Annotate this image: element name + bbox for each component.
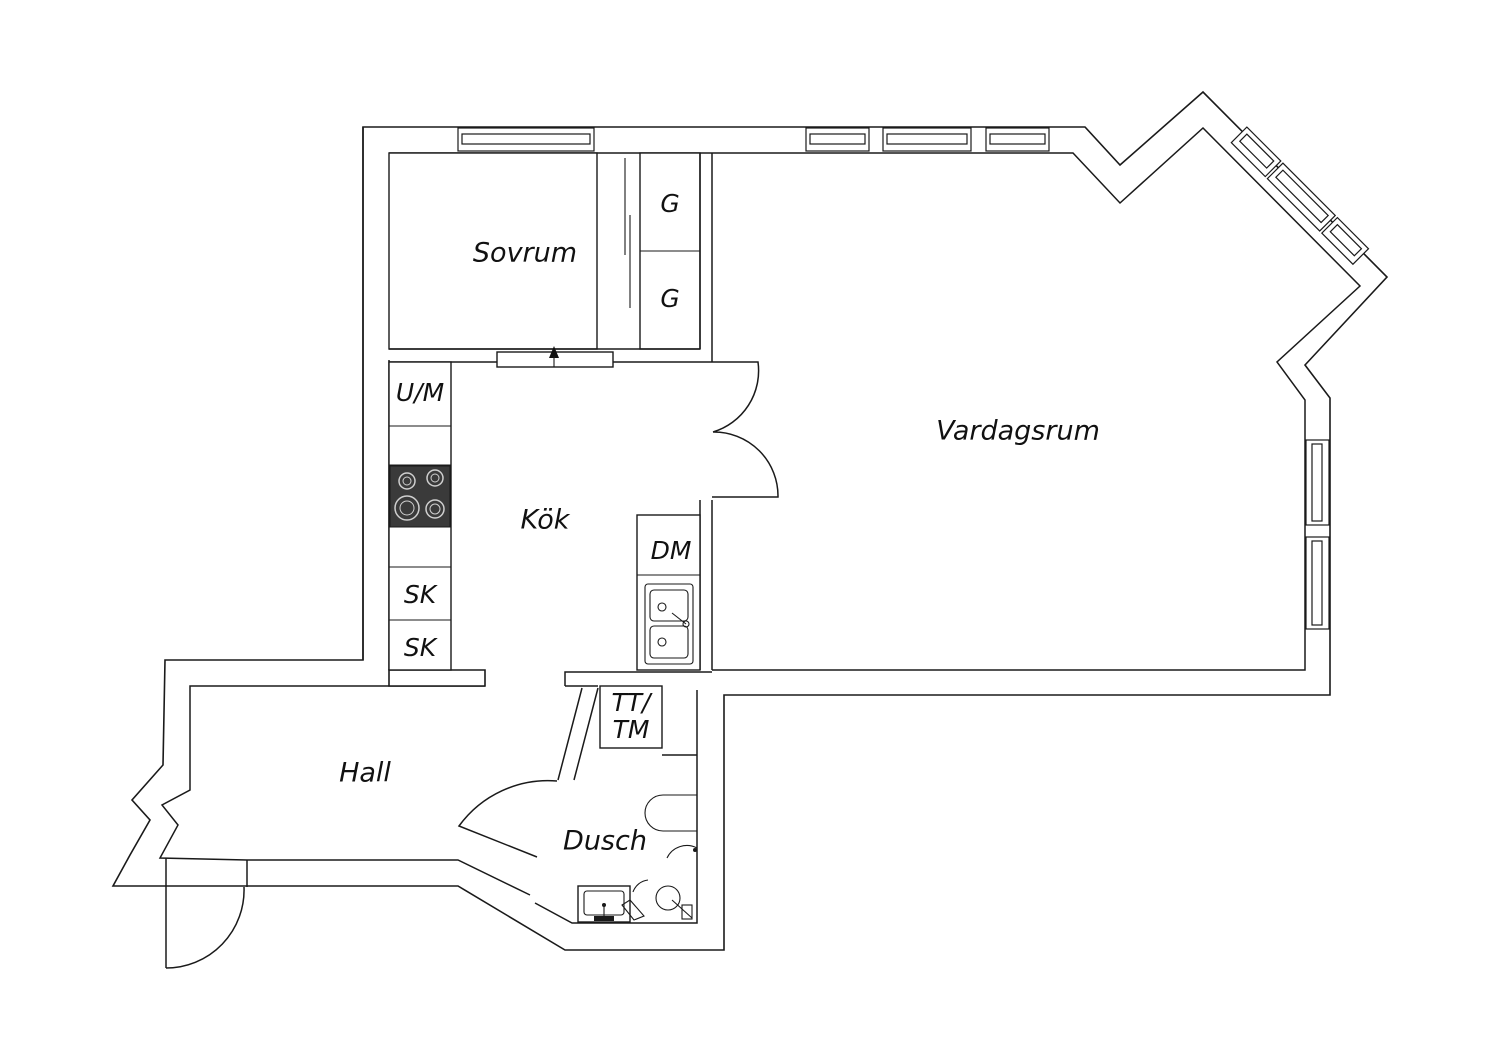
fixture-label-garderob-2: G	[660, 284, 679, 313]
bath-sink-icon	[577, 885, 631, 923]
window-living-2	[882, 127, 972, 152]
room-label-sovrum: Sovrum	[473, 238, 577, 269]
window-living-1	[805, 127, 870, 152]
double-door-icon	[712, 361, 779, 498]
window-right-1	[1305, 439, 1330, 526]
windows	[457, 126, 1370, 630]
fixture-label-skap-1: SK	[404, 580, 439, 609]
kitchen-counter-right	[636, 514, 701, 671]
bath-side-wall	[557, 687, 599, 781]
shower-icon	[666, 844, 698, 859]
fixture-label-tvatt-1: TT/	[612, 688, 654, 717]
inner-wall-edge	[389, 126, 1362, 671]
room-label-vardagsrum: Vardagsrum	[936, 416, 1100, 447]
room-labels: Sovrum Vardagsrum Kök Hall Dusch	[339, 238, 1100, 857]
hall-kitchen-wall-stub	[388, 669, 486, 687]
kitchen-living-wall	[699, 153, 713, 670]
door-arrow-icon	[549, 346, 559, 358]
fixture-label-ugn-mikro: U/M	[396, 378, 444, 407]
room-label-hall: Hall	[339, 758, 391, 789]
bathroom-door-icon	[457, 779, 558, 858]
fixture-label-garderob-1: G	[660, 189, 679, 218]
fixture-label-tvatt-2: TM	[613, 715, 650, 744]
bathroom-fixtures	[457, 685, 698, 923]
hall-inner-edge	[158, 685, 531, 896]
room-label-dusch: Dusch	[563, 826, 647, 857]
fixture-labels: G G U/M DM SK SK TT/ TM	[396, 189, 692, 744]
window-bedroom	[457, 127, 595, 152]
window-living-3	[985, 127, 1050, 152]
bath-inner-edge	[534, 671, 712, 924]
bedroom-wall	[388, 152, 598, 350]
kitchen-counter-left	[388, 361, 452, 671]
washer-box	[599, 685, 663, 749]
entrance-door-icon	[165, 858, 245, 969]
sink-icon	[644, 583, 694, 665]
window-right-2	[1305, 536, 1330, 630]
toilet-icon	[644, 794, 697, 832]
window-bay	[1230, 126, 1370, 266]
outer-wall	[111, 90, 1389, 951]
fixture-label-skap-2: SK	[404, 633, 439, 662]
stove-icon	[389, 465, 451, 528]
room-label-kok: Kök	[521, 505, 571, 536]
shower-faucet-icon	[621, 879, 693, 921]
fixture-label-diskmaskin: DM	[651, 536, 692, 565]
outer-walls	[111, 90, 1389, 951]
